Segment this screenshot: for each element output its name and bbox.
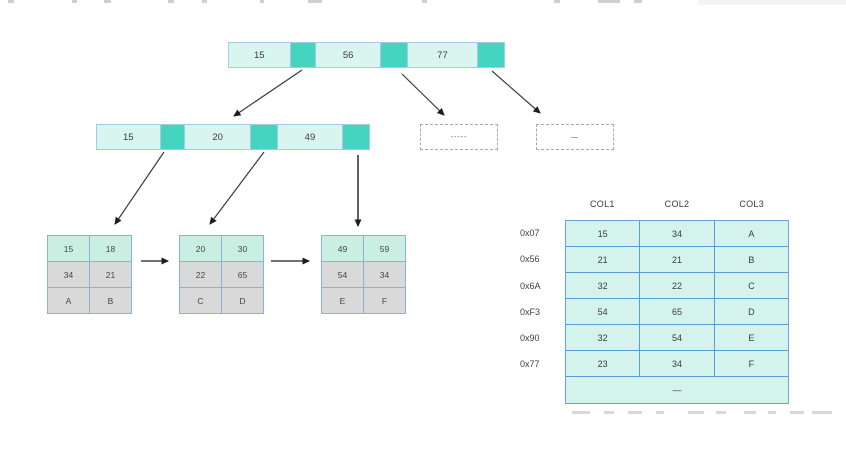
table-cell: 15 [566,221,641,247]
table-row-address-labels: 0x07 0x56 0x6A 0xF3 0x90 0x77 [520,220,562,378]
leaf-node-2: 20 30 22 65 C D [179,235,266,314]
column-header: COL3 [739,199,765,209]
arrow-root-to-internal [233,69,303,117]
leaf-cell: 21 [89,261,132,288]
row-address-label: 0x90 [520,333,540,344]
root-key-cell: 15 [229,43,291,67]
table-column-headers: COL1 COL2 COL3 [565,199,789,209]
row-address-label: 0x07 [520,228,540,239]
leaf-cell: 34 [363,261,406,288]
internal-pointer-cell [343,125,370,149]
leaf-cell: 49 [321,235,364,262]
leaf-cell: D [221,287,264,314]
internal-pointer-cell [160,125,186,149]
table-cell: C [714,273,788,299]
table-cell: 32 [566,325,641,351]
leaf-cell: A [47,287,90,314]
leaf-cell: 22 [179,261,222,288]
table-cell: 23 [566,351,641,377]
root-key-cell: 56 [316,43,381,67]
leaf-cell: B [89,287,132,314]
leaf-cell: 18 [89,235,132,262]
table-cell: 34 [640,221,715,247]
leaf-cell: 59 [363,235,406,262]
table-cell: 21 [566,247,641,273]
leaf-cell: 54 [321,261,364,288]
table-footer-ellipsis: — [672,385,682,395]
internal-key-cell: 20 [185,125,251,149]
internal-key-cell: 15 [97,125,161,149]
table-cell: D [714,299,788,325]
table-cell: E [714,325,788,351]
table-row: 15 34 A [566,221,788,247]
arrow-root-to-collapsed-2 [491,70,541,114]
leaf-cell: C [179,287,222,314]
leaf-cell: 65 [221,261,264,288]
gray-bar-artifact [698,0,846,5]
leaf-cell: 34 [47,261,90,288]
internal-key-cell: 49 [277,125,344,149]
internal-pointer-cell [250,125,278,149]
table-row: 32 22 C [566,273,788,299]
column-header: COL1 [589,199,615,209]
leaf-cell: 15 [47,235,90,262]
table-cell: 32 [566,273,641,299]
table-row: 23 34 F [566,351,788,377]
leaf-cell: E [321,287,364,314]
row-address-label: 0x77 [520,359,540,370]
arrow-root-to-collapsed-1 [401,73,445,116]
leaf-cell: F [363,287,406,314]
table-cell: 65 [640,299,715,325]
row-address-label: 0xF3 [520,306,541,317]
row-address-label: 0x56 [520,254,540,265]
collapsed-node-1: ----- [420,124,498,150]
root-pointer-cell [380,43,408,67]
root-pointer-cell [290,43,317,67]
leaf-cell: 30 [221,235,264,262]
collapsed-node-2: — [536,124,614,150]
root-pointer-cell [478,43,504,67]
table-row: 21 21 B [566,247,788,273]
root-key-cell: 77 [407,43,479,67]
row-address-label: 0x6A [520,280,541,291]
leaf-node-1: 15 18 34 21 A B [47,235,134,314]
table-cell: 22 [640,273,715,299]
table-cell: F [714,351,788,377]
leaf-cell: 20 [179,235,222,262]
table-cell: 34 [640,351,715,377]
btree-root-node: 15 56 77 [228,42,505,68]
leaf-node-3: 49 59 54 34 E F [321,235,408,314]
data-table: 15 34 A 21 21 B 32 22 C 54 65 D 32 54 E … [565,220,789,404]
table-row: 32 54 E [566,325,788,351]
table-cell: 21 [640,247,715,273]
table-footer-row: — [566,377,788,403]
table-row: 54 65 D [566,299,788,325]
table-cell: A [714,221,788,247]
column-header: COL2 [664,199,690,209]
table-cell: B [714,247,788,273]
arrow-internal-to-leaf-2 [209,151,265,225]
table-cell: 54 [640,325,715,351]
table-cell: 54 [566,299,641,325]
arrow-internal-to-leaf-1 [114,151,165,225]
btree-internal-node: 15 20 49 [96,124,370,150]
